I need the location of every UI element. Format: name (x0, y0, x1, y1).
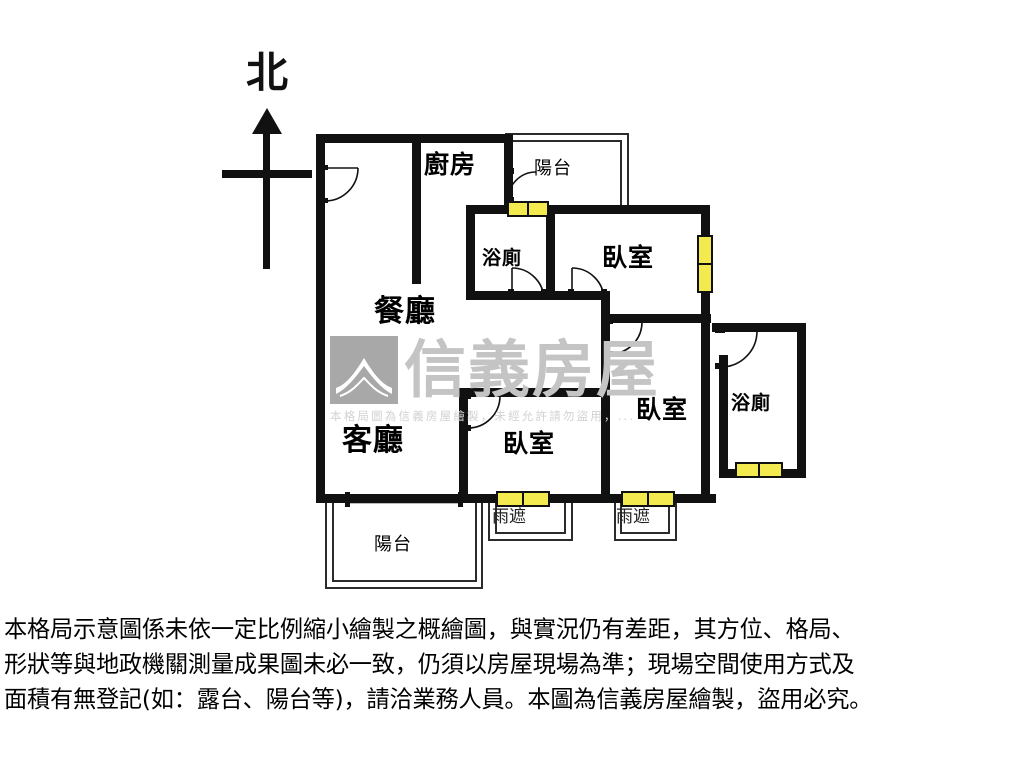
window-bedroom-top (697, 235, 713, 293)
window-bedroom-mid (496, 491, 550, 507)
balcony-bottom-outline (325, 502, 483, 589)
eave-left-outline-inner (495, 502, 566, 534)
disclaimer-text: 本格局示意圖係未依一定比例縮小繪製之概繪圖，與實況仍有差距，其方位、格局、 形狀… (0, 612, 1024, 717)
door-entry-arc (324, 167, 359, 202)
hinge-bath-right (715, 327, 725, 333)
hinge-entry-b (320, 198, 328, 203)
floorplan-drawing (316, 133, 806, 589)
hinge-bed-right-b (603, 351, 613, 357)
room-label-bedroom-right: 臥室 (636, 395, 689, 424)
hinge-bed-right (603, 318, 613, 324)
disclaimer-line-1: 本格局示意圖係未依一定比例縮小繪製之概繪圖，與實況仍有差距，其方位、格局、 (4, 616, 855, 643)
floorplan-svg (316, 133, 806, 589)
hinge-kitchen (504, 197, 514, 203)
eave-right-outline (614, 502, 677, 541)
door-bedroom-right-arc (609, 321, 643, 355)
wall-outer-bottom-mid (486, 494, 716, 503)
room-label-bedroom-mid: 臥室 (503, 429, 556, 458)
balcony-top-outline (505, 133, 629, 206)
wall-bath-top-left (466, 205, 475, 300)
hinge-bed-top (568, 289, 574, 299)
jamb-right (458, 492, 463, 507)
room-label-balcony-top: 陽台 (534, 158, 572, 179)
compass-vertical-bar-icon (263, 124, 270, 269)
wall-bedroom-mid-left (459, 388, 468, 498)
wall-bath-bed-top (466, 205, 710, 214)
door-kitchen-arc (507, 171, 537, 201)
north-compass: 北 (222, 52, 342, 282)
hinge-kitchen-b (504, 168, 514, 174)
hinge-bath-top (508, 289, 514, 299)
room-label-kitchen: 廚房 (424, 150, 477, 179)
hinge-bath-top-b (541, 289, 547, 299)
eave-left-outline (488, 502, 573, 541)
door-bedroom-mid-arc (467, 395, 501, 429)
compass-horizontal-bar-icon (222, 170, 312, 178)
wall-bath-top-right (546, 205, 555, 300)
disclaimer-line-3: 面積有無登記(如：露台、陽台等)，請洽業務人員。本圖為信義房屋繪製，盜用必究。 (4, 686, 873, 713)
balcony-door-jambs (345, 492, 463, 507)
room-label-bedroom-top: 臥室 (602, 243, 655, 272)
room-label-eave-left: 雨遮 (492, 507, 526, 527)
wall-bath-right-west (719, 355, 728, 478)
balcony-top-outline-inner (505, 140, 622, 206)
room-label-eave-right: 雨遮 (616, 507, 650, 527)
wall-right-wing-top (712, 323, 806, 332)
window-bedroom-right (621, 491, 675, 507)
room-label-balcony-bottom: 陽台 (374, 534, 412, 555)
wall-bedroom-mid-top (459, 388, 609, 397)
balcony-bottom-outline-inner (332, 502, 477, 582)
wall-bedroom-mid-right (601, 323, 610, 498)
door-bath-right-arc (720, 330, 758, 368)
eave-right-outline-inner (620, 502, 670, 534)
room-label-bathroom-top: 浴廁 (482, 247, 523, 269)
window-group (496, 201, 783, 507)
window-bathroom-right (735, 462, 783, 478)
wall-corridor-step (601, 291, 610, 323)
window-bathroom-top (507, 201, 549, 217)
wall-outer-left (316, 134, 325, 502)
hinge-bed-mid (461, 393, 471, 399)
hinge-bed-top-b (601, 289, 607, 299)
room-label-living: 客廳 (342, 423, 404, 458)
hinge-entry-a (320, 165, 328, 170)
wall-bath-right-east (797, 323, 806, 478)
room-label-bathroom-right: 浴廁 (731, 392, 772, 414)
disclaimer-line-2: 形狀等與地政機關測量成果圖未必一致，仍須以房屋現場為準；現場空間使用方式及 (4, 651, 855, 678)
hinge-bath-right-b (715, 363, 725, 369)
wall-corridor-bottom (601, 314, 711, 323)
door-hinge-group (320, 165, 725, 431)
wall-corridor-top (555, 291, 610, 300)
wall-outer-bottom-left (316, 494, 486, 503)
wall-kitchen-partition (412, 134, 421, 284)
jamb-left (345, 492, 350, 507)
north-label: 北 (245, 48, 288, 97)
wall-bedroom-right-east (701, 323, 710, 498)
room-label-dining: 餐廳 (374, 294, 436, 329)
thin-outline-group (325, 133, 677, 589)
hinge-bed-mid-b (461, 425, 471, 431)
